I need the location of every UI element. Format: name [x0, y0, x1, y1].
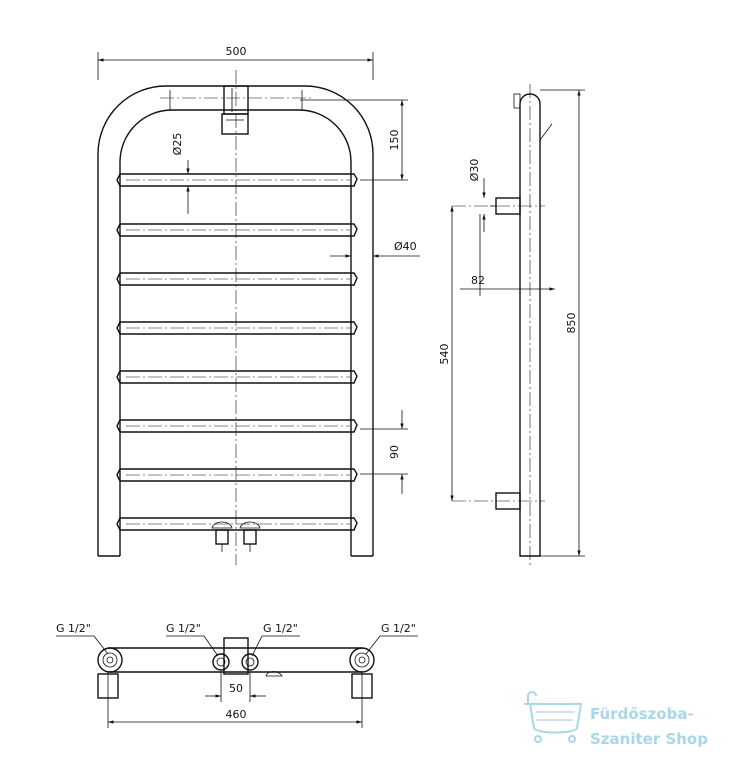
- dim-bottom-spacing-large: 460: [226, 708, 247, 721]
- dim-tube-diameter: Ø25: [171, 133, 184, 156]
- bottom-view: G 1/2" G 1/2" G 1/2" G 1/2" 50 460: [56, 622, 418, 728]
- watermark-line2: Szaniter Shop: [590, 730, 708, 748]
- dim-outer-tube-diameter: Ø40: [394, 240, 417, 253]
- side-view: Ø30 82 540 850: [438, 84, 585, 566]
- rungs: [116, 173, 358, 531]
- watermark: Fürdőszoba- Szaniter Shop: [524, 691, 708, 748]
- dim-connection-spacing: 540: [438, 344, 451, 365]
- thread-label-center-left: G 1/2": [166, 622, 201, 635]
- thread-label-far-right: G 1/2": [381, 622, 416, 635]
- watermark-line1: Fürdőszoba-: [590, 705, 694, 723]
- thread-label-center-right: G 1/2": [263, 622, 298, 635]
- front-view: 500 150 Ø25 Ø40 90: [97, 45, 420, 565]
- bathtub-icon: [524, 691, 582, 743]
- dim-bottom-spacing-small: 50: [229, 682, 243, 695]
- thread-label-far-left: G 1/2": [56, 622, 91, 635]
- dim-wall-offset: 82: [471, 274, 485, 287]
- dim-height-total: 850: [565, 313, 578, 334]
- bottom-valves: [211, 521, 261, 552]
- dim-rung-spacing: 90: [388, 445, 401, 459]
- dim-side-connection-diameter: Ø30: [468, 159, 481, 182]
- dim-top-arc-height: 150: [388, 130, 401, 151]
- dim-width-total: 500: [226, 45, 247, 58]
